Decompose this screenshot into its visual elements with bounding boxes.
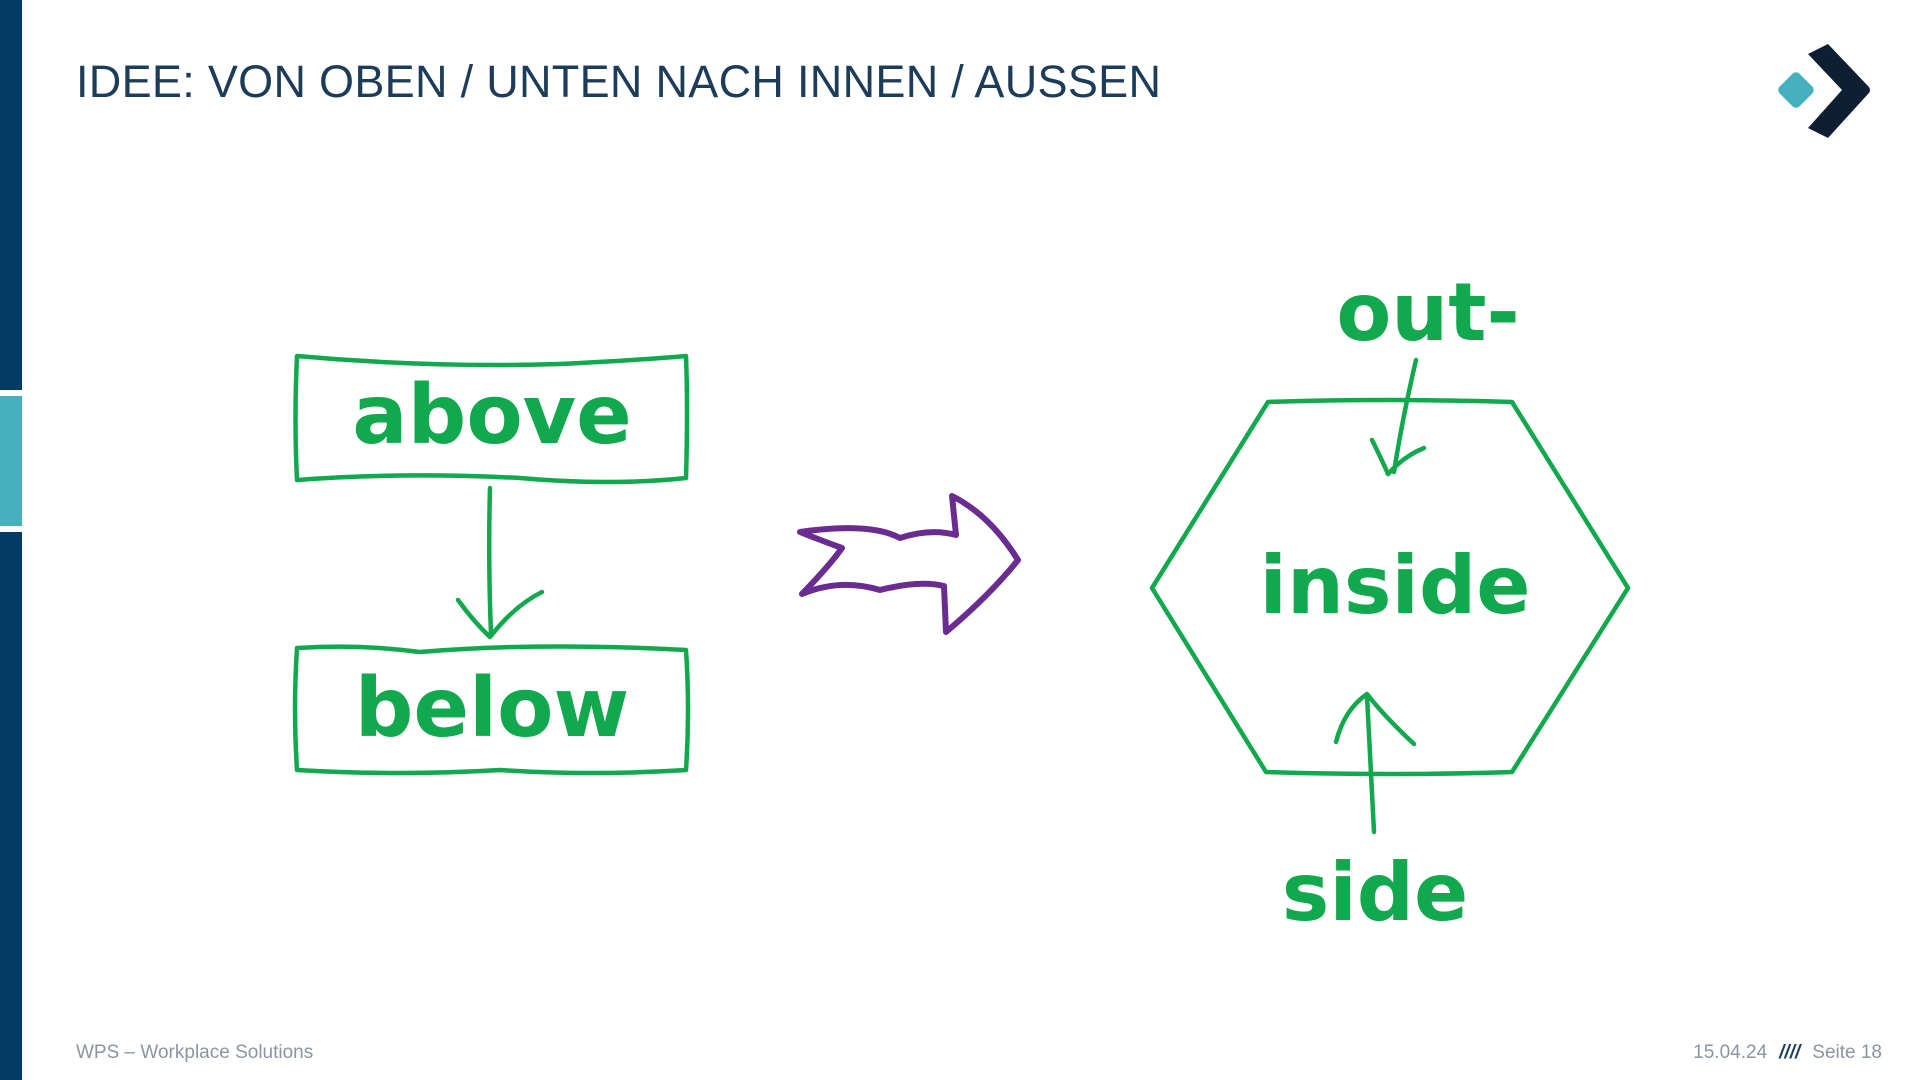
arrow-above-to-below bbox=[486, 485, 494, 637]
footer-separator: //// bbox=[1779, 1042, 1801, 1063]
label-side: side bbox=[1282, 846, 1469, 939]
label-above: above bbox=[352, 368, 631, 463]
arrow-outside-top-head bbox=[1369, 437, 1427, 477]
left-accent-bar-bottom bbox=[0, 532, 22, 1080]
left-accent-bar-middle bbox=[0, 396, 22, 526]
box-above bbox=[293, 353, 690, 485]
hexagon-shape bbox=[1149, 397, 1631, 777]
arrow-above-to-below-head bbox=[455, 589, 545, 640]
arrow-outside-bottom bbox=[1364, 693, 1377, 835]
box-below bbox=[292, 644, 691, 776]
arrow-outside-top bbox=[1391, 357, 1419, 475]
footer-meta: 15.04.24 //// Seite 18 bbox=[1693, 1042, 1882, 1064]
label-inside: inside bbox=[1260, 539, 1531, 632]
left-accent-bar-top bbox=[0, 0, 22, 390]
footer-page-number: Seite 18 bbox=[1812, 1042, 1882, 1063]
footer-date: 15.04.24 bbox=[1693, 1042, 1768, 1063]
label-below: below bbox=[355, 661, 630, 756]
label-out: out- bbox=[1336, 266, 1519, 359]
footer-company: WPS – Workplace Solutions bbox=[76, 1042, 314, 1063]
slide-title: IDEE: VON OBEN / UNTEN NACH INNEN / AUSS… bbox=[76, 56, 1162, 107]
arrow-outside-bottom-head bbox=[1333, 691, 1417, 747]
wps-logo-icon bbox=[1778, 44, 1870, 138]
transition-arrow-icon bbox=[797, 493, 1021, 635]
